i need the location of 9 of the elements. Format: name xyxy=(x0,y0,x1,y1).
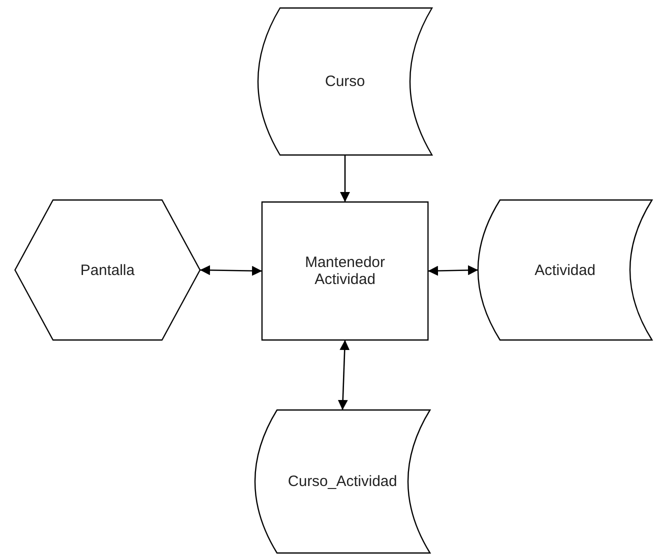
arrow xyxy=(340,155,350,202)
node-label: Actividad xyxy=(534,262,596,278)
arrow xyxy=(338,340,350,410)
node-label: Pantalla xyxy=(80,262,135,278)
node-label: Curso xyxy=(324,73,365,90)
node-label: Curso_Actividad xyxy=(288,473,398,490)
arrow xyxy=(428,265,478,276)
node-label: Mantenedor Actividad xyxy=(304,254,386,288)
arrow xyxy=(200,265,262,276)
